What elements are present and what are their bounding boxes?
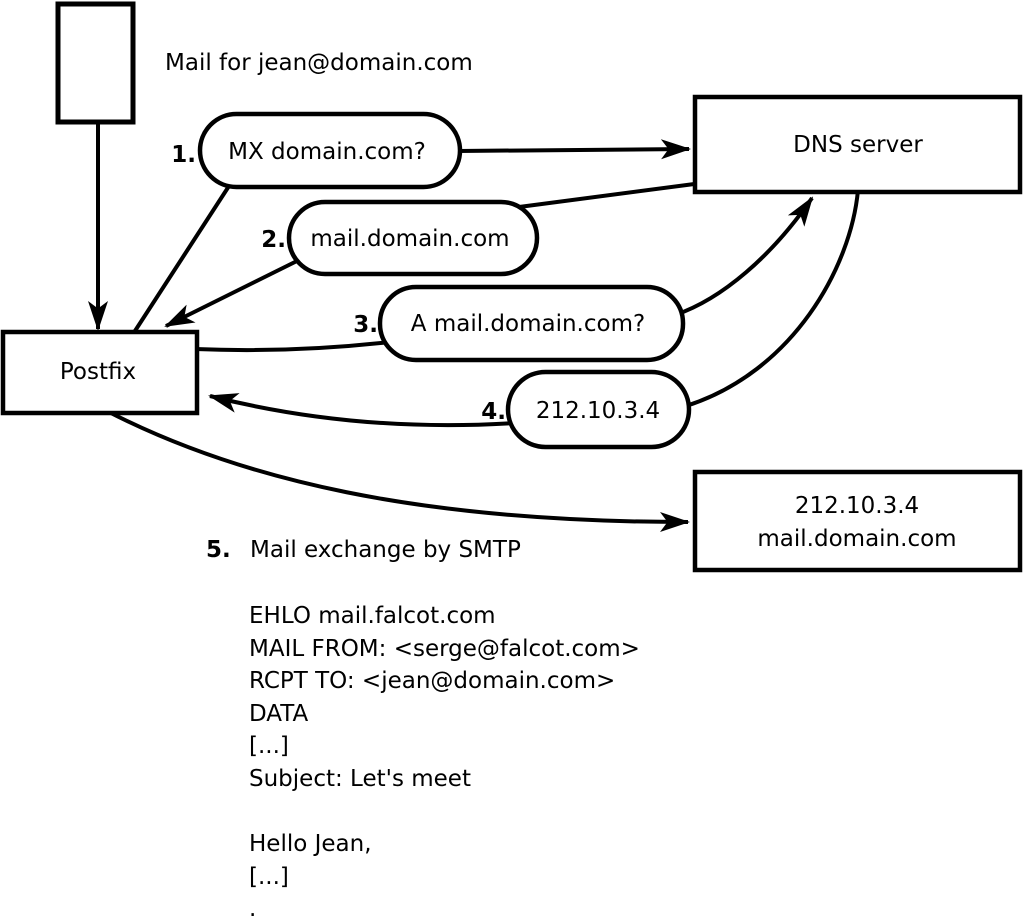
query-pill-a-record [377, 284, 686, 363]
postfix-label: Postfix [60, 359, 136, 385]
line-postfix-to-query3 [194, 340, 391, 353]
mail-for-label: Mail for jean@domain.com [165, 50, 473, 76]
mail-document-icon [55, 1, 136, 125]
step2-label: mail.domain.com [310, 226, 509, 252]
reply-pill-mx [286, 199, 540, 277]
arrow-postfix-to-mailserver-smtp [104, 408, 690, 532]
mail-server-ip-label: 212.10.3.4 [795, 493, 919, 519]
mail-server-node [692, 469, 1023, 573]
dns-server-label: DNS server [793, 132, 923, 158]
mail-server-hostname-label: mail.domain.com [757, 526, 956, 552]
step1-number: 1. [171, 142, 196, 168]
smtp-session-transcript: EHLO mail.falcot.com MAIL FROM: <serge@f… [249, 603, 640, 919]
step2-number: 2. [261, 227, 286, 253]
step4-number: 4. [481, 399, 506, 425]
step3-label: A mail.domain.com? [411, 311, 645, 337]
step5-number: 5. [206, 537, 231, 563]
dns-server-node [692, 94, 1023, 195]
arrow-reply4-to-postfix [208, 393, 516, 428]
step5-label: Mail exchange by SMTP [250, 537, 521, 563]
line-dns-to-reply2 [518, 181, 703, 209]
step4-label: 212.10.3.4 [536, 398, 660, 424]
postfix-node [0, 329, 200, 416]
arrow-query1-to-dns [457, 139, 691, 160]
step3-number: 3. [353, 312, 378, 338]
arrow-reply2-to-postfix [164, 256, 304, 328]
step1-label: MX domain.com? [228, 139, 426, 165]
line-dns-to-reply4 [685, 189, 860, 408]
reply-pill-ip [505, 369, 692, 450]
line-postfix-to-query1 [131, 184, 231, 336]
arrow-query3-to-dns [674, 196, 814, 317]
query-pill-mx [197, 111, 463, 190]
